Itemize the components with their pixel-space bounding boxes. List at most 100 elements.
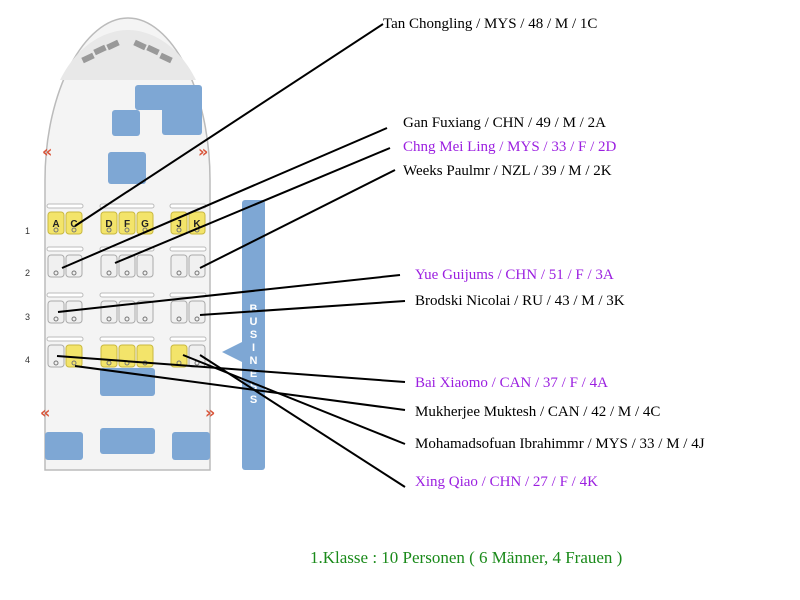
seat-mark bbox=[53, 227, 59, 233]
seat-4K bbox=[188, 344, 206, 368]
seat-3D bbox=[100, 300, 118, 324]
seat-shape bbox=[100, 254, 118, 278]
seat-4G bbox=[136, 344, 154, 368]
bulkhead bbox=[99, 203, 155, 209]
row-label: 3 bbox=[25, 312, 31, 322]
seat-shape bbox=[65, 254, 83, 278]
seat-letter: A bbox=[52, 219, 59, 230]
bulkhead bbox=[169, 203, 207, 209]
seat-2D bbox=[100, 254, 118, 278]
seat-shape bbox=[188, 254, 206, 278]
seat-letter: F bbox=[124, 219, 130, 230]
arrow-head bbox=[222, 342, 242, 362]
business-letter: I bbox=[252, 342, 255, 354]
lavatory bbox=[108, 152, 146, 184]
seat-mark bbox=[142, 316, 148, 322]
seat-shape bbox=[65, 344, 83, 368]
seat-3A bbox=[47, 300, 65, 324]
row-label: 2 bbox=[25, 268, 31, 278]
seat-1J: J bbox=[170, 211, 188, 235]
passenger-label: Bai Xiaomo / CAN / 37 / F / 4A bbox=[415, 375, 608, 391]
seat-shape bbox=[118, 300, 136, 324]
seat-3C bbox=[65, 300, 83, 324]
business-letter: B bbox=[250, 303, 258, 315]
seat-shape bbox=[47, 344, 65, 368]
seat-4C bbox=[65, 344, 83, 368]
bulkhead bbox=[99, 336, 155, 342]
galley-block bbox=[100, 368, 155, 396]
bulkhead bbox=[99, 292, 155, 298]
seat-3F bbox=[118, 300, 136, 324]
exit-icon: » bbox=[205, 403, 215, 422]
seat-3G bbox=[136, 300, 154, 324]
seat-shape bbox=[100, 300, 118, 324]
seat-shape bbox=[170, 344, 188, 368]
seat-shape bbox=[136, 254, 154, 278]
seat-mark bbox=[176, 316, 182, 322]
seat-1F: F bbox=[118, 211, 136, 235]
exit-icon: « bbox=[42, 142, 52, 161]
bulkhead bbox=[46, 292, 84, 298]
seat-2F bbox=[118, 254, 136, 278]
summary-text: 1.Klasse : 10 Personen ( 6 Männer, 4 Fra… bbox=[310, 548, 623, 567]
seat-letter: J bbox=[176, 219, 182, 230]
seat-4J bbox=[170, 344, 188, 368]
exit-icon: » bbox=[198, 142, 208, 161]
bulkhead bbox=[99, 246, 155, 252]
business-letter: S bbox=[250, 329, 257, 341]
seat-3K bbox=[188, 300, 206, 324]
business-letter: S bbox=[250, 394, 257, 406]
seat-1G: G bbox=[136, 211, 154, 235]
seat-4F bbox=[118, 344, 136, 368]
business-letter: U bbox=[250, 316, 258, 328]
seat-4A bbox=[47, 344, 65, 368]
seat-shape bbox=[170, 300, 188, 324]
galley-block bbox=[162, 85, 202, 135]
seat-3J bbox=[170, 300, 188, 324]
seat-4D bbox=[100, 344, 118, 368]
seat-shape bbox=[47, 254, 65, 278]
seat-shape bbox=[118, 254, 136, 278]
seat-1K: K bbox=[188, 211, 206, 235]
seat-shape bbox=[118, 344, 136, 368]
passenger-label: Tan Chongling / MYS / 48 / M / 1C bbox=[383, 16, 598, 32]
lavatory bbox=[172, 432, 210, 460]
bulkhead bbox=[46, 246, 84, 252]
cockpit bbox=[60, 30, 196, 80]
row-label: 4 bbox=[25, 355, 31, 365]
passenger-label: Brodski Nicolai / RU / 43 / M / 3K bbox=[415, 293, 625, 309]
bulkhead bbox=[46, 336, 84, 342]
business-letter: S bbox=[250, 381, 257, 393]
seat-shape bbox=[188, 344, 206, 368]
exit-icon: « bbox=[40, 403, 50, 422]
bulkhead bbox=[169, 292, 207, 298]
bulkhead bbox=[169, 336, 207, 342]
seat-2A bbox=[47, 254, 65, 278]
seat-mark bbox=[53, 316, 59, 322]
passenger-label: Chng Mei Ling / MYS / 33 / F / 2D bbox=[403, 139, 617, 155]
business-letter: E bbox=[250, 368, 257, 380]
seat-letter: G bbox=[141, 219, 149, 230]
seat-2C bbox=[65, 254, 83, 278]
seat-mark bbox=[53, 270, 59, 276]
seat-2J bbox=[170, 254, 188, 278]
seat-shape bbox=[136, 300, 154, 324]
seat-letter: D bbox=[105, 219, 112, 230]
seat-1A: A bbox=[47, 211, 65, 235]
seat-shape bbox=[100, 344, 118, 368]
seat-shape bbox=[47, 300, 65, 324]
seat-letter: K bbox=[193, 219, 201, 230]
passenger-label: Mohamadsofuan Ibrahimmr / MYS / 33 / M /… bbox=[415, 436, 705, 452]
passenger-label: Weeks Paulmr / NZL / 39 / M / 2K bbox=[403, 163, 612, 179]
galley-block bbox=[100, 428, 155, 454]
seat-mark bbox=[124, 316, 130, 322]
passenger-label: Yue Guijums / CHN / 51 / F / 3A bbox=[415, 267, 614, 283]
row-label: 1 bbox=[25, 226, 31, 236]
seat-shape bbox=[65, 300, 83, 324]
seat-shape bbox=[170, 254, 188, 278]
business-letter: N bbox=[250, 355, 258, 367]
bulkhead bbox=[46, 203, 84, 209]
seat-mark bbox=[71, 316, 77, 322]
seat-2G bbox=[136, 254, 154, 278]
